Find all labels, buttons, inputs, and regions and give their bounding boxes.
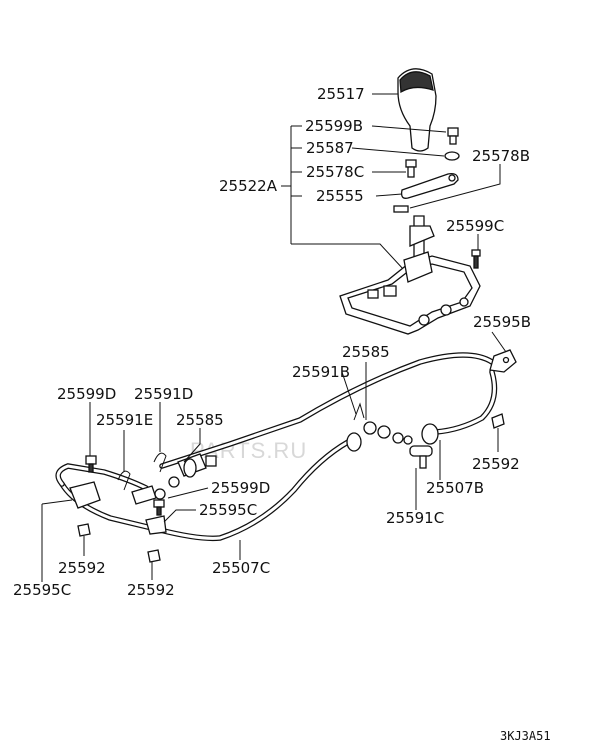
label-25587: 25587 <box>306 139 354 157</box>
label-25591C: 25591C <box>386 509 444 527</box>
label-25592-left: 25592 <box>58 559 106 577</box>
washer-25587 <box>444 151 460 161</box>
grommet-25592-right <box>491 413 505 429</box>
label-25595C-left: 25595C <box>13 581 71 599</box>
leader-lines <box>41 362 499 582</box>
shift-knob <box>397 68 437 152</box>
label-25595C-mid: 25595C <box>199 501 257 519</box>
label-25555: 25555 <box>316 187 364 205</box>
label-25578C: 25578C <box>306 163 364 181</box>
label-25599B: 25599B <box>305 117 363 135</box>
bolt-25599B <box>447 127 459 145</box>
cable-25507C <box>55 439 351 542</box>
label-25599D-mid: 25599D <box>211 479 270 497</box>
label-25599D-top: 25599D <box>57 385 116 403</box>
label-25592-bottom: 25592 <box>127 581 175 599</box>
bracket-25595B <box>489 349 517 373</box>
label-25585-left: 25585 <box>176 411 224 429</box>
clip-25591E <box>117 470 131 491</box>
bolt-25599D-mid <box>153 499 165 516</box>
cable-end-fitting-right <box>346 421 439 452</box>
label-25507B: 25507B <box>426 479 484 497</box>
label-25595B: 25595B <box>473 313 531 331</box>
clip-25591D <box>153 452 167 473</box>
label-25507C: 25507C <box>212 559 270 577</box>
label-25517: 25517 <box>317 85 365 103</box>
label-25591B: 25591B <box>292 363 350 381</box>
bolt-25599C <box>471 249 481 269</box>
pin-25591C <box>409 445 433 469</box>
pin-25578B <box>393 205 409 213</box>
bolt-25578C <box>405 159 417 178</box>
label-25522A: 25522A <box>219 177 278 195</box>
assembly-bracket-lines <box>281 125 405 271</box>
lever-25555 <box>400 172 459 199</box>
bolt-25599D-top <box>85 455 97 473</box>
diagram-code: 3KJ3A51 <box>500 729 551 743</box>
label-25599C: 25599C <box>446 217 504 235</box>
shift-lever-assembly <box>339 215 481 335</box>
clip-25591B <box>353 402 365 421</box>
bracket-25595C-mid <box>145 515 167 535</box>
label-25585-top: 25585 <box>342 343 390 361</box>
label-25592-right: 25592 <box>472 455 520 473</box>
label-25591D: 25591D <box>134 385 193 403</box>
label-25591E: 25591E <box>96 411 153 429</box>
grommet-25592-bottom <box>147 549 161 563</box>
cable-25507B <box>159 352 498 469</box>
bracket-25595C-left <box>69 481 101 509</box>
grommet-25592-left <box>77 523 91 537</box>
label-25578B: 25578B <box>472 147 530 165</box>
cable-end-fitting-left <box>131 453 217 505</box>
